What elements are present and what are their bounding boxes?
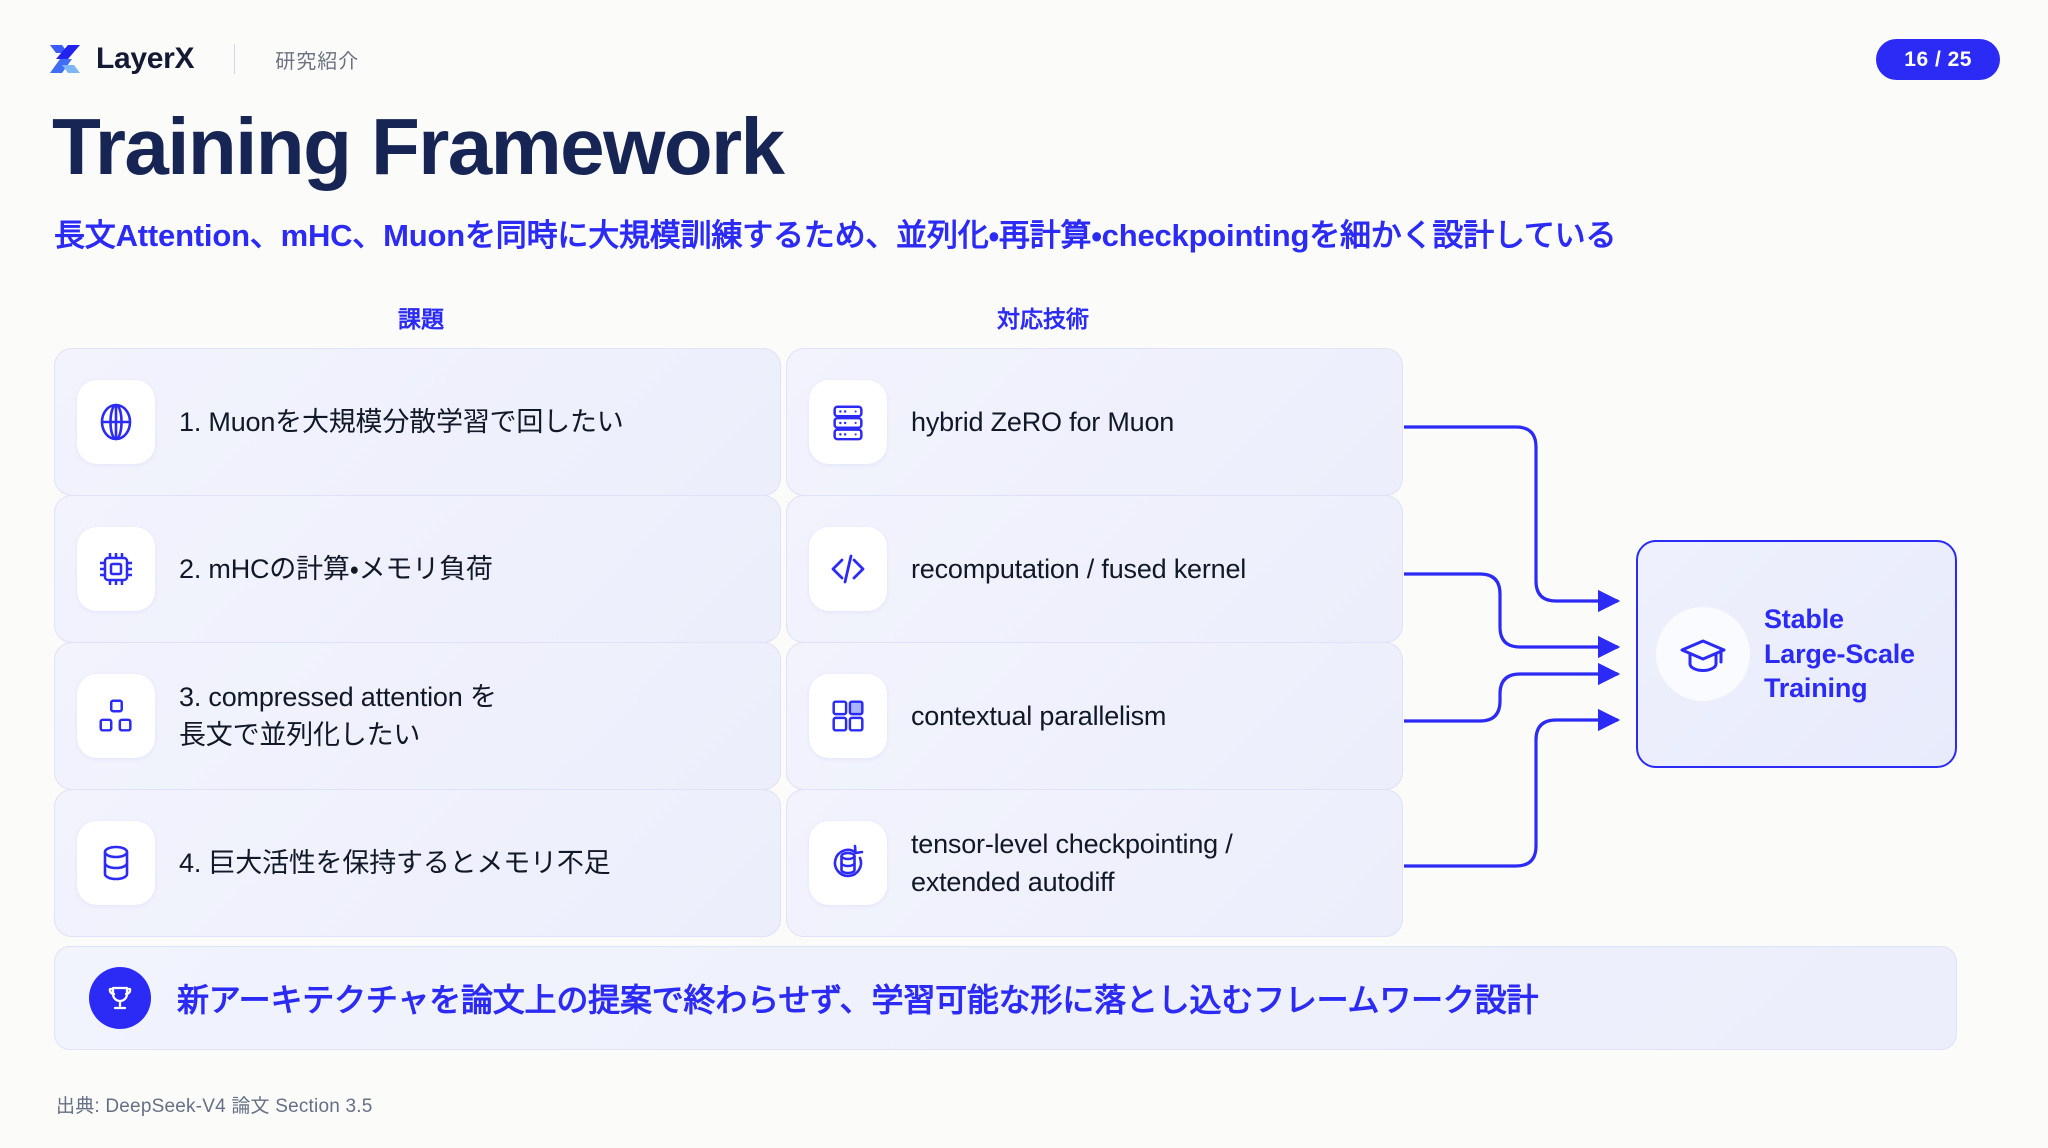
result-box[interactable]: Stable Large-Scale Training <box>1636 540 1957 768</box>
brand-divider <box>234 44 236 74</box>
key-takeaway-banner: 新アーキテクチャを論文上の提案で終わらせず、学習可能な形に落とし込むフレームワー… <box>54 946 1957 1050</box>
challenge-card-3[interactable]: 3. compressed attention を 長文で並列化したい <box>54 642 781 790</box>
challenge-text-2: 2. mHCの計算・メモリ負荷 <box>179 553 493 584</box>
database-refresh-icon <box>809 821 887 905</box>
technique-card-4[interactable]: tensor-level checkpointing / extended au… <box>786 789 1403 937</box>
cpu-chip-icon <box>77 527 155 611</box>
challenge-card-4[interactable]: 4. 巨大活性を保持するとメモリ不足 <box>54 789 781 937</box>
layerx-pinwheel-logo-icon <box>48 42 82 76</box>
server-rack-icon <box>809 380 887 464</box>
challenge-text-3: 3. compressed attention を 長文で並列化したい <box>179 681 497 750</box>
technique-card-3[interactable]: contextual parallelism <box>786 642 1403 790</box>
sitemap-icon <box>77 674 155 758</box>
banner-text: 新アーキテクチャを論文上の提案で終わらせず、学習可能な形に落とし込むフレームワー… <box>177 982 1539 1018</box>
challenge-card-2[interactable]: 2. mHCの計算・メモリ負荷 <box>54 495 781 643</box>
technique-text-2: recomputation / fused kernel <box>911 553 1247 584</box>
brand-name: LayerX <box>96 42 195 75</box>
column-header-technique: 対応技術 <box>997 306 1089 332</box>
brand-subtitle: 研究紹介 <box>275 50 360 73</box>
slide-header: LayerX 研究紹介 16 / 25 <box>48 34 2000 84</box>
globe-icon <box>77 380 155 464</box>
challenge-card-1[interactable]: 1. Muonを大規模分散学習で回したい <box>54 348 781 496</box>
graduation-cap-icon <box>1656 607 1750 701</box>
page-subtitle: 長文Attention、mHC、Muonを同時に大規模訓練するため、並列化・再計… <box>54 218 1617 253</box>
technique-text-3: contextual parallelism <box>911 700 1167 731</box>
technique-card-2[interactable]: recomputation / fused kernel <box>786 495 1403 643</box>
challenge-text-1: 1. Muonを大規模分散学習で回したい <box>179 406 624 437</box>
source-footer: 出典: DeepSeek-V4 論文 Section 3.5 <box>56 1096 373 1117</box>
page-title: Training Framework <box>52 102 785 191</box>
database-icon <box>77 821 155 905</box>
code-brackets-icon <box>809 527 887 611</box>
technique-text-4: tensor-level checkpointing / extended au… <box>911 828 1233 897</box>
challenge-text-4: 4. 巨大活性を保持するとメモリ不足 <box>179 847 611 878</box>
trophy-icon <box>89 967 151 1029</box>
page-badge: 16 / 25 <box>1876 38 2000 80</box>
grid-four-icon <box>809 674 887 758</box>
result-text: Stable Large-Scale Training <box>1764 604 1915 704</box>
column-header-challenge: 課題 <box>398 306 444 332</box>
brand: LayerX 研究紹介 <box>48 42 359 76</box>
technique-text-1: hybrid ZeRO for Muon <box>911 406 1175 437</box>
technique-card-1[interactable]: hybrid ZeRO for Muon <box>786 348 1403 496</box>
